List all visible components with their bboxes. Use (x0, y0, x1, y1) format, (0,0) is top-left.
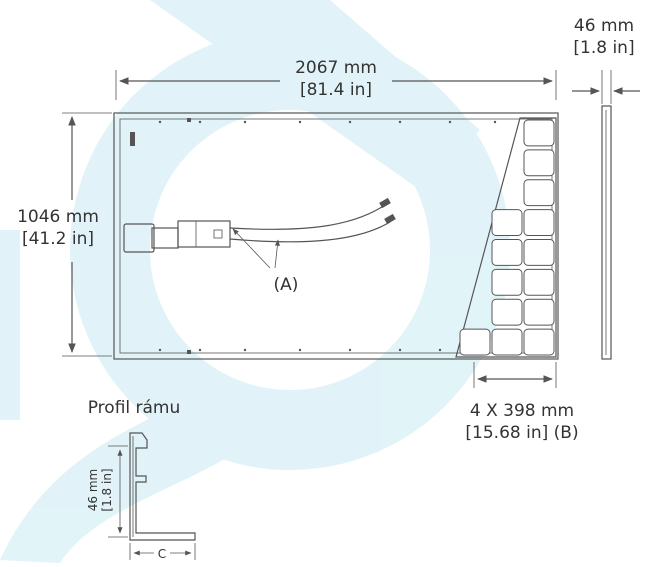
panel-side-view: 46 mm [1.8 in] (572, 16, 640, 360)
frame-profile: Profil rámu 46 mm [1.8 in] C (86, 398, 196, 561)
thickness-in-label: [1.8 in] (573, 38, 634, 58)
length-dimension: 2067 mm [81.4 in] (115, 58, 557, 100)
panel-back-view: (A) (113, 112, 559, 360)
cell-dimension: 4 X 398 mm [15.68 in] (B) (465, 362, 579, 443)
length-in-label: [81.4 in] (300, 80, 372, 100)
solar-cell (491, 268, 523, 296)
profile-height-mm-label: 46 mm (86, 469, 100, 511)
length-mm-label: 2067 mm (295, 58, 377, 78)
width-dimension: 1046 mm [41.2 in] (17, 112, 112, 357)
frame-profile-title: Profil rámu (88, 398, 181, 418)
solar-cell (491, 328, 523, 356)
solar-cells-cutaway (455, 117, 557, 358)
thickness-mm-label: 46 mm (574, 16, 634, 36)
solar-cell (523, 328, 555, 356)
solar-cell (523, 298, 555, 326)
profile-width-label: C (158, 547, 166, 561)
solar-cell (491, 239, 523, 266)
solar-cell (523, 209, 555, 236)
junction-box-icon (123, 197, 396, 253)
solar-cell (491, 298, 523, 326)
profile-height-in-label: [1.8 in] (100, 468, 114, 511)
callout-a-label: (A) (274, 275, 299, 295)
width-in-label: [41.2 in] (22, 229, 94, 249)
solar-cell (523, 239, 555, 266)
solar-cell (459, 328, 491, 356)
solar-cell (523, 179, 555, 207)
solar-cell (491, 209, 523, 236)
solar-cell (523, 149, 555, 177)
cell-mm-label: 4 X 398 mm (470, 401, 574, 421)
junction-box-callout: (A) (232, 228, 299, 295)
solar-cell (523, 268, 555, 296)
solar-cell (523, 119, 555, 147)
width-mm-label: 1046 mm (17, 207, 99, 227)
cell-in-label: [15.68 in] (B) (465, 423, 578, 443)
